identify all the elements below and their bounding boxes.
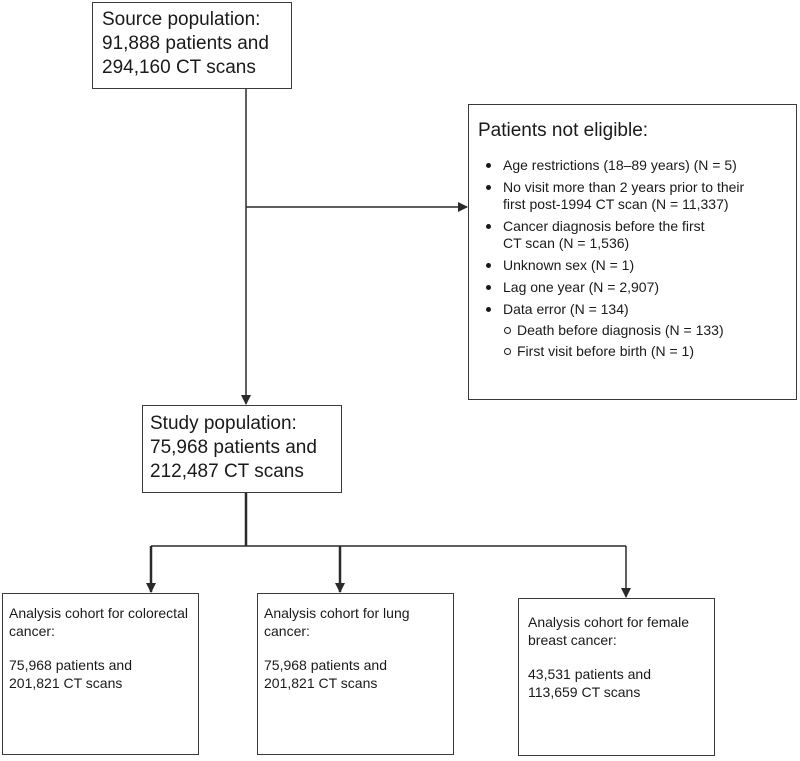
cohort-detail-line: 201,821 CT scans xyxy=(9,675,123,691)
exclusion-item: Unknown sex (N = 1) xyxy=(478,257,796,274)
data-error-sublist: Death before diagnosis (N = 133) First v… xyxy=(503,322,796,360)
exclusion-line: No visit more than 2 years prior to thei… xyxy=(503,179,745,195)
cohort-box-lung: Analysis cohort for lung cancer: 75,968 … xyxy=(257,593,454,755)
exclusion-line: first post-1994 CT scan (N = 11,337) xyxy=(503,196,729,212)
exclusion-list: Age restrictions (18–89 years) (N = 5) N… xyxy=(478,157,796,360)
not-eligible-box: Patients not eligible: Age restrictions … xyxy=(468,104,797,400)
exclusion-item: Lag one year (N = 2,907) xyxy=(478,279,796,296)
cohort-detail-line: 113,659 CT scans xyxy=(528,684,641,700)
exclusion-item: Data error (N = 134) Death before diagno… xyxy=(478,301,796,360)
exclusion-subitem: Death before diagnosis (N = 133) xyxy=(503,322,796,339)
exclusion-item: Age restrictions (18–89 years) (N = 5) xyxy=(478,157,796,174)
exclusion-item: Cancer diagnosis before the first CT sca… xyxy=(478,218,796,252)
exclusion-item: No visit more than 2 years prior to thei… xyxy=(478,179,796,213)
exclusion-line: Age restrictions (18–89 years) (N = 5) xyxy=(503,157,737,173)
study-population-box: Study population: 75,968 patients and 21… xyxy=(142,405,342,493)
cohort-box-colorectal: Analysis cohort for colorectal cancer: 7… xyxy=(2,593,199,755)
exclusion-line: Lag one year (N = 2,907) xyxy=(503,279,660,295)
source-line: Source population: xyxy=(102,9,261,30)
cohort-detail-line: 201,821 CT scans xyxy=(264,675,378,691)
study-line: 75,968 patients and xyxy=(150,437,317,458)
cohort-title-line: Analysis cohort for female xyxy=(528,614,690,630)
source-population-box: Source population: 91,888 patients and 2… xyxy=(92,2,292,89)
cohort-title-line: cancer: xyxy=(9,623,55,639)
cohort-detail-line: 75,968 patients and xyxy=(264,657,387,673)
exclusion-subitem: First visit before birth (N = 1) xyxy=(503,343,796,360)
study-line: 212,487 CT scans xyxy=(150,461,304,482)
cohort-title-line: Analysis cohort for lung xyxy=(264,605,410,621)
spacer xyxy=(9,640,198,656)
cohort-title-line: Analysis cohort for colorectal xyxy=(9,605,188,621)
exclusion-line: Cancer diagnosis before the first xyxy=(503,218,705,234)
cohort-detail-line: 43,531 patients and xyxy=(528,666,651,682)
exclusion-subitem-line: Death before diagnosis (N = 133) xyxy=(517,322,724,338)
spacer xyxy=(264,640,453,656)
exclusion-subitem-line: First visit before birth (N = 1) xyxy=(517,343,694,359)
cohort-title-line: cancer: xyxy=(264,623,310,639)
source-line: 91,888 patients and xyxy=(102,33,269,54)
study-line: Study population: xyxy=(150,413,297,434)
cohort-title-line: breast cancer: xyxy=(528,632,617,648)
cohort-detail-line: 75,968 patients and xyxy=(9,657,132,673)
cohort-box-female-breast: Analysis cohort for female breast cancer… xyxy=(518,598,715,756)
exclusion-line: Data error (N = 134) xyxy=(503,301,629,317)
not-eligible-title: Patients not eligible: xyxy=(478,120,649,141)
exclusion-line: Unknown sex (N = 1) xyxy=(503,257,635,273)
source-line: 294,160 CT scans xyxy=(102,57,256,78)
exclusion-line: CT scan (N = 1,536) xyxy=(503,235,630,251)
spacer xyxy=(528,649,714,665)
